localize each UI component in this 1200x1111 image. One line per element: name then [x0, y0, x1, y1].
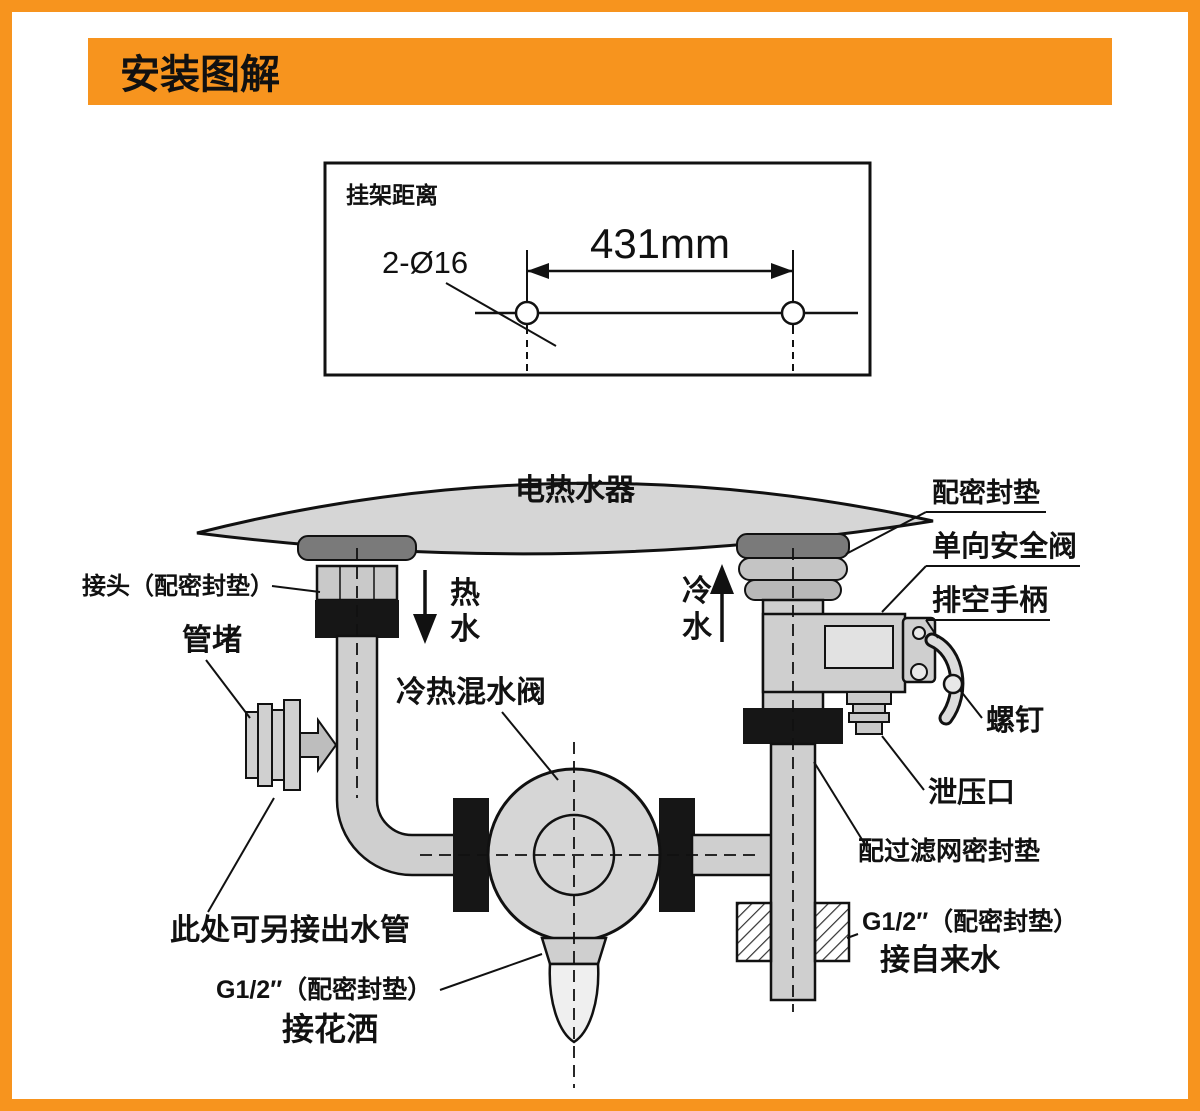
leader-shower-spec — [439, 953, 543, 991]
leader-relief-port — [881, 735, 925, 791]
label-top-seal: 配密封垫 — [932, 477, 1040, 508]
wall-fitting-right — [813, 901, 851, 963]
bracket-distance-box: 挂架距离 431mm 2-Ø16 — [323, 161, 872, 377]
handle-pivot — [910, 663, 928, 681]
leader-mixing-valve — [501, 711, 559, 781]
hot-water-flow: 热 水 — [413, 570, 481, 646]
hot-arrow-down-icon — [413, 614, 437, 644]
relief-port-rib — [846, 691, 892, 705]
label-relief-port: 泄压口 — [928, 776, 1015, 809]
cold-water-flow: 冷 水 — [682, 564, 734, 644]
relief-port-rib — [852, 703, 886, 714]
hole-spec-label: 2-Ø16 — [382, 245, 468, 280]
plug-plate — [245, 711, 259, 779]
header-bar — [88, 38, 1112, 105]
heater-label: 电热水器 — [515, 474, 636, 507]
leader-safety-valve — [881, 565, 927, 613]
label-joint: 接头（配密封垫） — [82, 572, 274, 600]
hot-water-elbow-pipe — [335, 634, 457, 877]
label-drain-handle: 排空手柄 — [932, 583, 1048, 617]
dimension-arrow-left — [527, 263, 549, 279]
pipe-plug-assembly — [245, 699, 338, 791]
leader-extra-outlet — [207, 797, 275, 913]
label-tap-spec: G1/2″（配密封垫） — [862, 907, 1078, 936]
right-mounting-hole — [780, 300, 806, 326]
hole-spec-leader — [445, 282, 557, 347]
relief-port-outlet — [855, 721, 883, 735]
page-title: 安装图解 — [120, 53, 280, 97]
relief-port-rib — [848, 712, 890, 723]
label-mixing-valve: 冷热混水阀 — [396, 676, 546, 709]
hot-water-char-2: 水 — [450, 613, 481, 646]
label-shower-spec: G1/2″（配密封垫） — [216, 975, 432, 1004]
left-mounting-hole — [514, 300, 540, 326]
leader-drain-handle — [925, 619, 939, 639]
wall-fitting-left — [735, 901, 773, 963]
plug-direction-arrow — [299, 716, 338, 774]
leader-screw — [959, 689, 983, 719]
plug-plate — [271, 709, 285, 781]
leader-tap-spec — [846, 933, 859, 939]
label-screw: 螺钉 — [986, 704, 1044, 737]
screw-head — [942, 673, 964, 695]
distance-value: 431mm — [590, 220, 730, 267]
dimension-arrow-right — [771, 263, 793, 279]
hot-water-char-1: 热 — [450, 577, 480, 610]
label-tap-connect: 接自来水 — [880, 944, 1001, 977]
mount-screw-top — [912, 626, 926, 640]
plug-body — [283, 699, 301, 791]
leader-top-seal — [845, 511, 927, 555]
cold-water-char-1: 冷 — [682, 575, 712, 608]
label-extra-outlet: 此处可另接出水管 — [170, 914, 410, 947]
shower-outlet-drop — [548, 962, 600, 1044]
leader-joint — [271, 585, 321, 593]
label-filter-seal: 配过滤网密封垫 — [858, 836, 1040, 866]
label-safety-valve: 单向安全阀 — [932, 529, 1077, 563]
cold-arrow-up-icon — [710, 564, 734, 594]
leader-pipe-plug — [205, 659, 251, 719]
plug-plate — [257, 703, 273, 787]
leader-filter-seal — [813, 761, 867, 847]
label-pipe-plug: 管堵 — [182, 624, 242, 657]
safety-valve-window — [824, 625, 894, 669]
cold-water-char-2: 水 — [682, 611, 713, 644]
bracket-box-title: 挂架距离 — [346, 182, 438, 208]
label-shower-connect: 接花洒 — [282, 1011, 378, 1047]
